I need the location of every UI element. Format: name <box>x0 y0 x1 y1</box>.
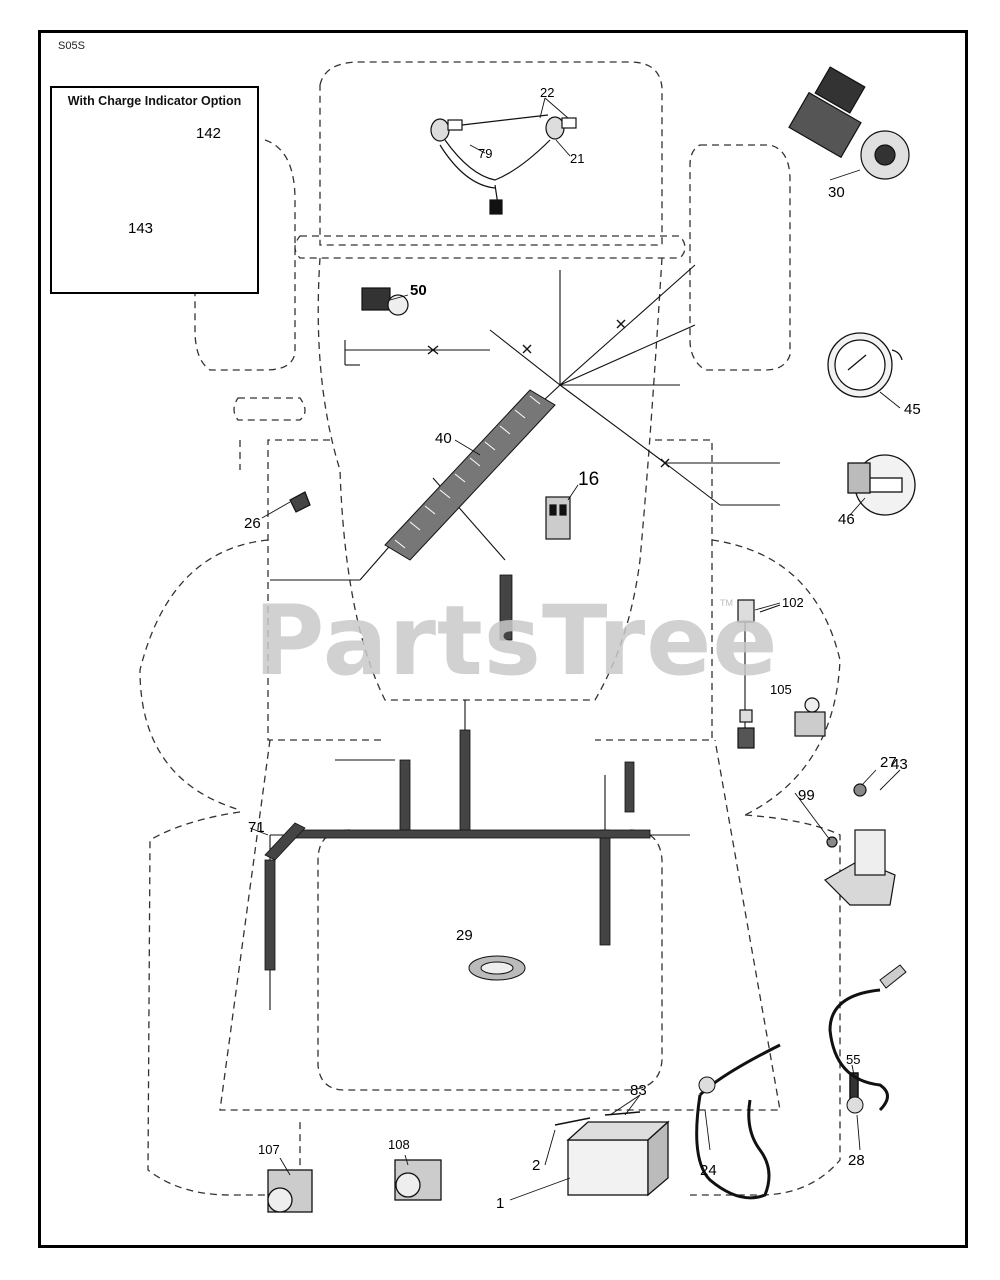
callout-46: 46 <box>838 511 855 528</box>
callout-30: 30 <box>828 184 845 201</box>
callout-21: 21 <box>570 151 585 166</box>
diagram-frame <box>38 30 968 1248</box>
callout-71: 71 <box>248 819 265 836</box>
rear-lower-right-outline <box>690 814 841 1196</box>
callout-27: 27 <box>880 754 897 771</box>
left-fender-outline <box>267 439 382 741</box>
charge-indicator-inset: With Charge Indicator Option <box>50 86 259 294</box>
callout-29: 29 <box>456 927 473 944</box>
deck-outline <box>219 739 781 1111</box>
front-left-wheel-outline <box>194 139 296 371</box>
headlight-harness <box>430 114 577 215</box>
starter-solenoid-107 <box>267 1169 313 1213</box>
solenoid-108 <box>394 1159 442 1201</box>
watermark: PartsTree <box>254 585 779 697</box>
drawing-code: S05S <box>58 40 85 52</box>
seat-outline <box>317 829 663 1091</box>
callout-1: 1 <box>496 1195 505 1212</box>
callout-79: 79 <box>478 146 493 161</box>
switch-105 <box>794 697 826 737</box>
callout-43-label: 43 <box>891 756 908 773</box>
body-outline <box>317 257 663 701</box>
callout-108: 108 <box>388 1137 410 1152</box>
callout-50: 50 <box>410 282 427 299</box>
callout-24: 24 <box>700 1162 717 1179</box>
callout-83: 83 <box>630 1082 647 1099</box>
main-harness-40 <box>384 389 556 561</box>
callout-142: 142 <box>196 125 222 142</box>
hour-meter-46 <box>847 454 916 516</box>
component-29 <box>468 955 526 981</box>
battery-1 <box>566 1120 670 1197</box>
bracket-43 <box>824 783 896 906</box>
callout-2: 2 <box>532 1157 541 1174</box>
ammeter-45 <box>827 332 903 398</box>
watermark-trademark: TM <box>720 598 733 608</box>
callout-143: 143 <box>128 220 154 237</box>
right-fender-outline <box>595 439 713 741</box>
relay-16 <box>545 496 571 540</box>
callout-105: 105 <box>770 682 792 697</box>
rear-lower-left-outline <box>147 811 301 1196</box>
ignition-switch-30 <box>788 66 910 180</box>
callout-107: 107 <box>258 1142 280 1157</box>
fuse-26 <box>289 491 311 513</box>
light-switch-50 <box>361 287 409 316</box>
callout-45: 45 <box>904 401 921 418</box>
rear-left-wheel-outline <box>139 539 269 811</box>
inset-title: With Charge Indicator Option <box>67 94 242 108</box>
battery-cable-28 <box>828 988 889 1112</box>
callout-16: 16 <box>578 469 600 490</box>
callout-102: 102 <box>782 595 804 610</box>
callout-22: 22 <box>540 85 555 100</box>
dash-bar <box>294 235 686 259</box>
circuit-breaker-102 <box>737 599 755 749</box>
callout-99: 99 <box>798 787 815 804</box>
front-right-wheel-outline <box>689 144 791 371</box>
hood-outline <box>319 61 663 246</box>
callout-28: 28 <box>848 1152 865 1169</box>
callout-40: 40 <box>435 430 452 447</box>
callout-26: 26 <box>244 515 261 532</box>
battery-cable-24 <box>695 1094 771 1200</box>
callout-55: 55 <box>846 1052 861 1067</box>
